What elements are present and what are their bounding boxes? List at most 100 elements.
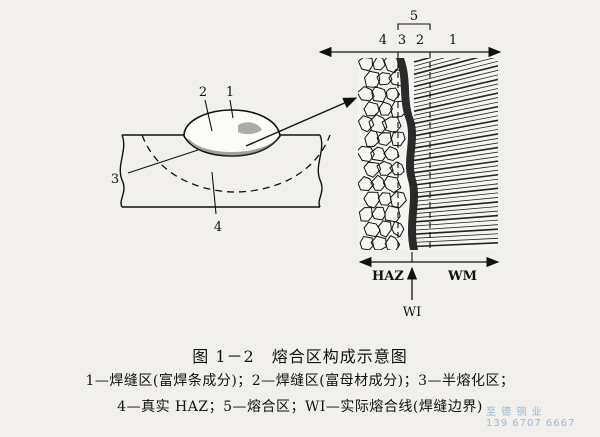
dendrite-line	[413, 119, 498, 137]
grain	[358, 58, 374, 72]
grain	[385, 87, 401, 102]
leader-2	[204, 99, 213, 132]
dendrite-line	[413, 228, 498, 235]
grain	[358, 86, 375, 102]
grain	[376, 72, 393, 86]
wi-label: WI	[403, 305, 422, 320]
label-4: 4	[214, 220, 222, 235]
dendrite-line	[413, 97, 498, 116]
grain	[359, 235, 374, 250]
leader-4	[211, 171, 217, 215]
dendrite-line	[413, 156, 498, 169]
grain	[378, 101, 394, 116]
left-number-labels: 1 2 3 4	[111, 85, 234, 235]
dendrite-line	[413, 151, 498, 165]
top-label-5: 5	[410, 9, 418, 24]
grain	[364, 129, 380, 148]
grain	[390, 130, 406, 147]
dendrite-line	[413, 133, 498, 149]
dendrite-line	[413, 206, 498, 215]
dendrite-line	[413, 138, 498, 153]
dendrite-line	[413, 146, 498, 162]
dendrite-line	[413, 58, 446, 67]
leader-1	[229, 99, 234, 119]
dendrite-line	[413, 124, 498, 141]
grain	[377, 220, 392, 238]
dendrite-line	[413, 142, 498, 157]
dendrite-line	[413, 60, 498, 83]
top-label-2: 2	[416, 33, 424, 48]
legend-line-2: 4—真实 HAZ；5—熔合区；WI—实际熔合线(焊缝边界)	[117, 399, 483, 415]
label-2: 2	[199, 85, 207, 100]
dendrite-line	[413, 83, 498, 104]
label-1: 1	[226, 85, 234, 100]
dendrite-line	[413, 224, 498, 231]
grain	[382, 175, 402, 194]
top-label-3: 3	[398, 33, 406, 48]
grain	[370, 235, 387, 250]
legend-line-1: 1—焊缝区(富焊条成分)；2—焊缝区(富母材成分)；3—半熔化区；	[85, 373, 515, 389]
dendrite-line	[413, 201, 498, 211]
dendrite-line	[413, 74, 498, 96]
grain	[358, 176, 375, 192]
grain	[370, 146, 387, 162]
dendrite-line	[413, 165, 498, 178]
grain	[372, 58, 386, 71]
grain	[358, 115, 375, 133]
magnify-arrow	[245, 97, 358, 147]
label-3: 3	[111, 172, 119, 187]
dendrite-line	[413, 58, 495, 79]
watermark-name: 至 德 钢 业	[486, 407, 543, 418]
dendrite-line	[413, 128, 498, 145]
grain	[376, 160, 394, 176]
dendrite-line	[413, 58, 461, 71]
grain	[358, 207, 373, 222]
grain	[377, 192, 392, 206]
grain	[383, 58, 401, 74]
watermark-phone: 139 6707 6667	[486, 418, 576, 429]
dendrite-line	[413, 178, 498, 190]
dendrite-line	[413, 105, 498, 125]
grain	[363, 101, 380, 117]
haz-label: HAZ	[372, 269, 404, 284]
dendrite-line	[413, 69, 498, 92]
top-label-4: 4	[379, 33, 387, 48]
dendrite-line	[413, 183, 498, 194]
dendrite-line	[413, 210, 498, 219]
zone5-brace	[397, 23, 431, 30]
grain	[384, 235, 401, 250]
bottom-arrows	[358, 256, 500, 300]
grain	[376, 132, 392, 147]
wm-label: WM	[447, 269, 477, 284]
grain	[371, 206, 386, 221]
top-label-1: 1	[449, 33, 457, 48]
grain	[391, 220, 405, 238]
dendrite-line	[413, 173, 498, 186]
grain	[389, 190, 407, 209]
grain	[383, 145, 400, 162]
grain	[363, 191, 380, 209]
top-number-labels: 5 4 3 2 1	[379, 9, 457, 48]
dendrite-line	[413, 233, 498, 239]
haz-boundary	[141, 134, 331, 193]
dendrite-line	[413, 58, 480, 76]
dendrite-line	[413, 219, 498, 227]
dendrite-line	[413, 197, 498, 206]
leader-3	[127, 149, 199, 174]
weld-cross-section	[119, 109, 331, 208]
dendrite-line	[413, 214, 498, 223]
weld-bead	[183, 109, 281, 157]
grain	[358, 145, 375, 163]
dendrite-line	[413, 92, 498, 112]
dendrite-line	[413, 115, 498, 133]
dendrite-line	[413, 64, 498, 88]
dendrite-line	[413, 169, 498, 182]
grain	[381, 116, 402, 134]
dendrite-line	[413, 160, 498, 174]
grain	[363, 161, 382, 178]
grain	[370, 174, 386, 191]
dendrite-line	[413, 187, 498, 199]
dendrite-line	[413, 237, 498, 243]
